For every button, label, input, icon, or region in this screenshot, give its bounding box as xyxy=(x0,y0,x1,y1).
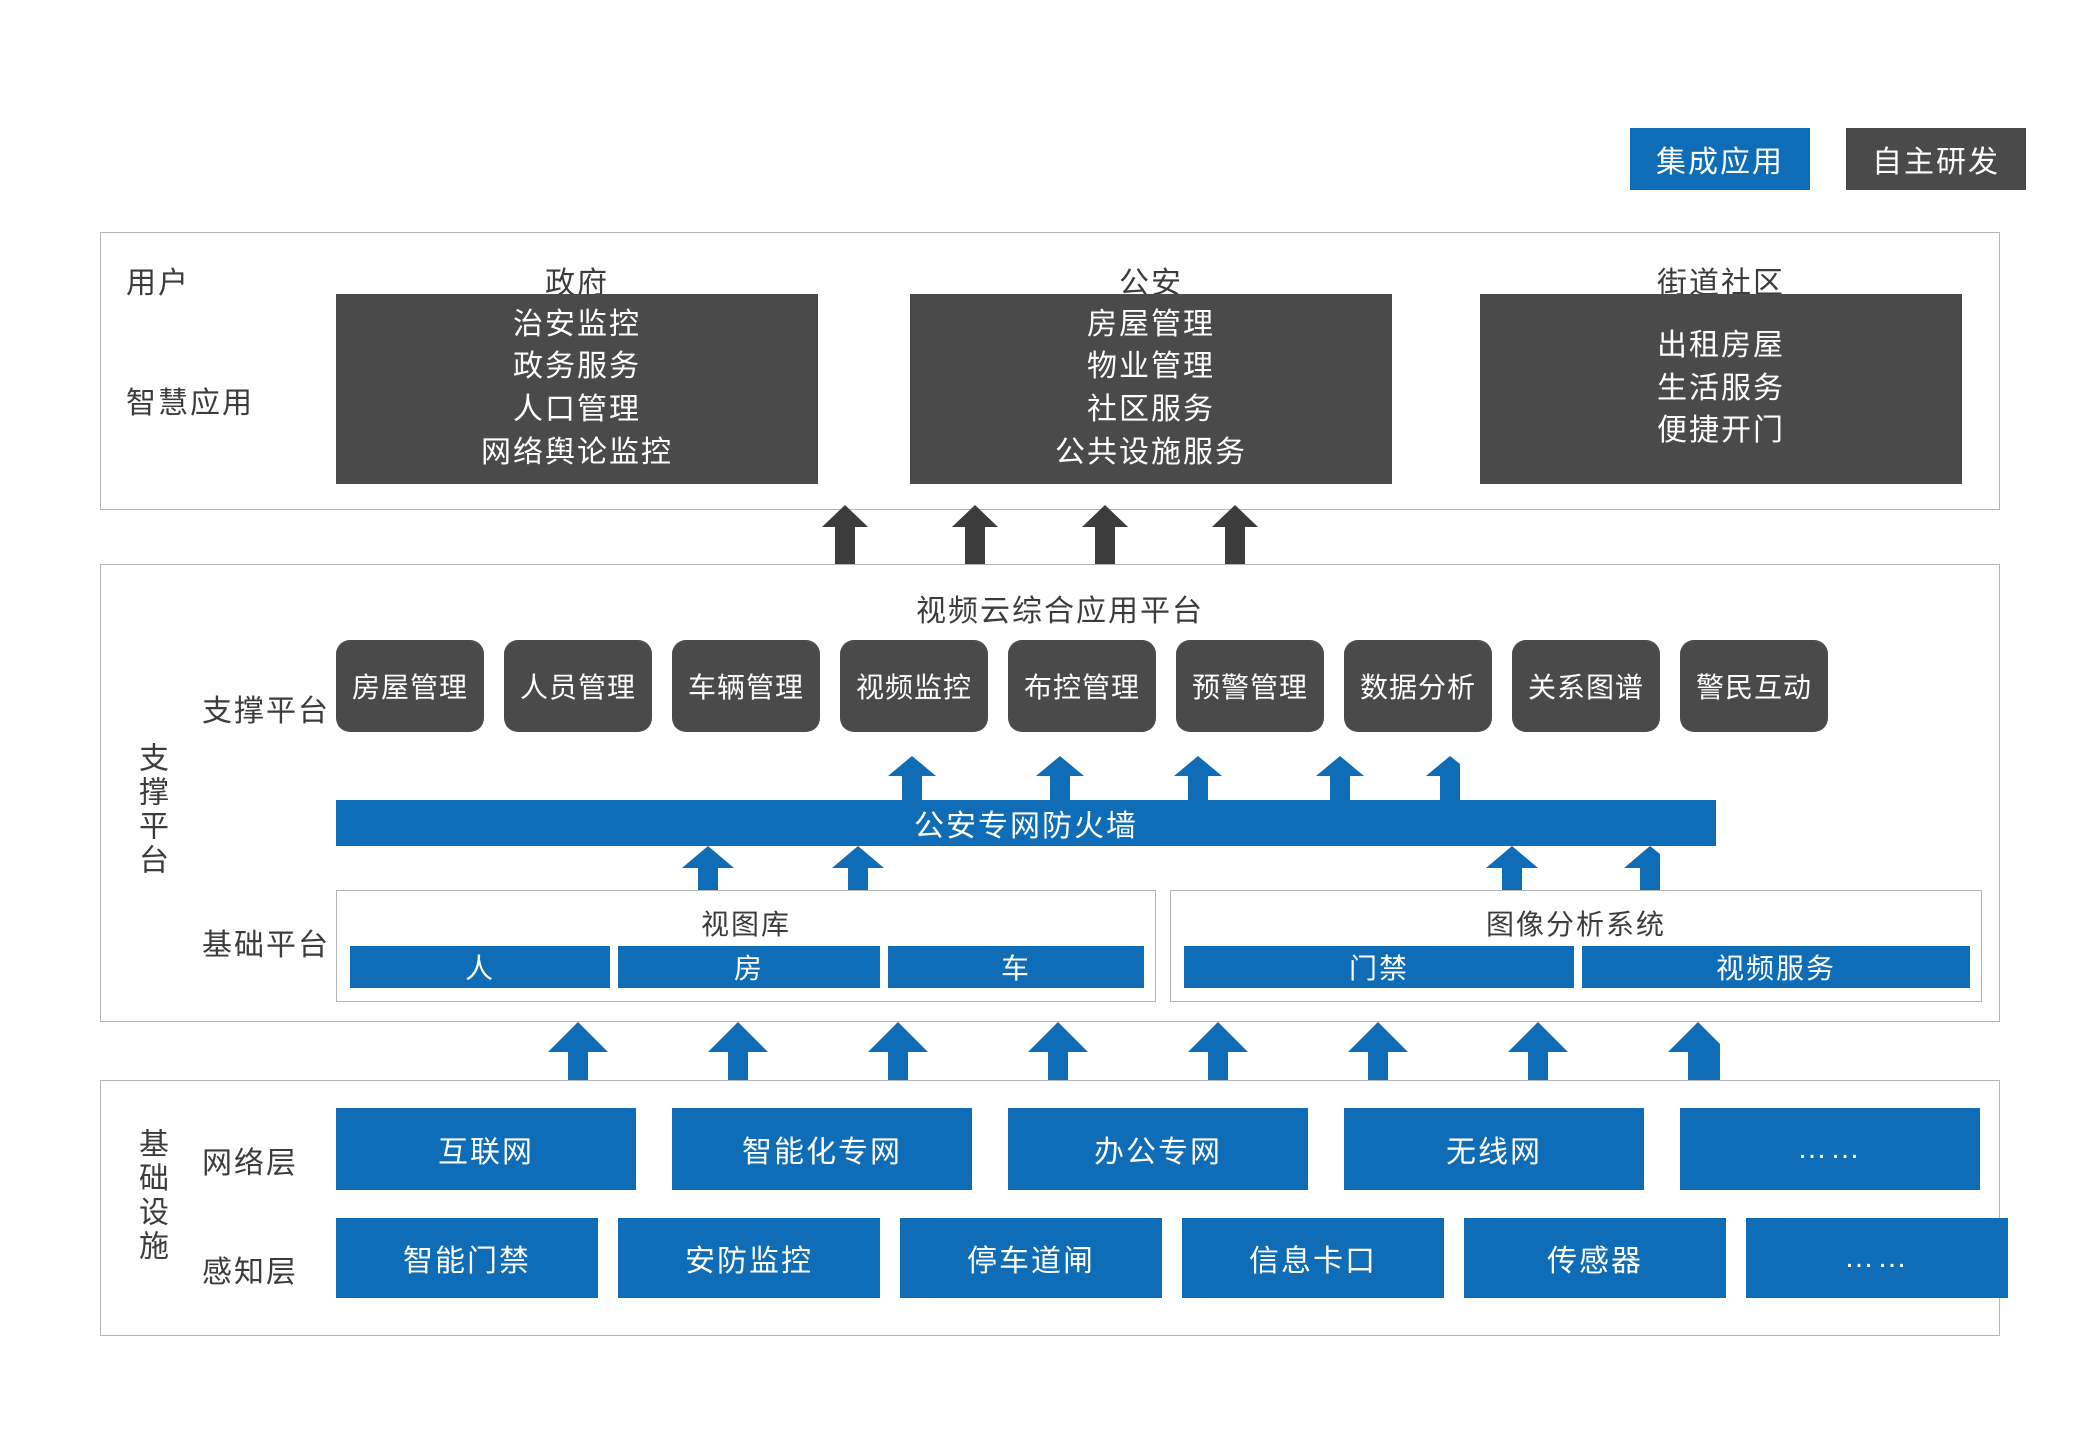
sensing-item-label: 信息卡口 xyxy=(1249,1245,1377,1278)
firewall-bar[interactable]: 公安专网防火墙 xyxy=(336,800,1716,846)
arrow-firewall-to-modules-group xyxy=(888,756,1460,808)
app-item: 便捷开门 xyxy=(1657,414,1785,448)
sensing-item-label: 安防监控 xyxy=(685,1245,813,1278)
module-label: 房屋管理 xyxy=(351,672,468,703)
module-label: 人员管理 xyxy=(519,672,636,703)
legend-self-developed: 自主研发 xyxy=(1846,128,2026,190)
base-group-title-image-analysis: 图像分析系统 xyxy=(1485,909,1666,940)
app-box-government[interactable]: 治安监控 政务服务 人口管理 网络舆论监控 xyxy=(336,294,818,484)
network-item-label: 办公专网 xyxy=(1094,1136,1222,1169)
base-item-房[interactable]: 房 xyxy=(618,946,880,988)
module-视频监控[interactable]: 视频监控 xyxy=(840,640,988,732)
network-item-more[interactable]: …… xyxy=(1680,1108,1980,1190)
module-label: 关系图谱 xyxy=(1527,672,1644,703)
network-item-label: …… xyxy=(1797,1132,1863,1165)
firewall-label: 公安专网防火墙 xyxy=(914,810,1138,843)
platform-title: 视频云综合应用平台 xyxy=(916,595,1204,628)
app-item: 人口管理 xyxy=(513,393,641,426)
network-item-互联网[interactable]: 互联网 xyxy=(336,1108,636,1190)
module-房屋管理[interactable]: 房屋管理 xyxy=(336,640,484,732)
module-label: 预警管理 xyxy=(1191,672,1308,703)
sensing-item-传感器[interactable]: 传感器 xyxy=(1464,1218,1726,1298)
app-item: 公共设施服务 xyxy=(1055,435,1247,469)
sensing-item-label: …… xyxy=(1844,1241,1910,1274)
module-label: 视频监控 xyxy=(855,672,972,703)
module-警民互动[interactable]: 警民互动 xyxy=(1680,640,1828,732)
network-item-办公专网[interactable]: 办公专网 xyxy=(1008,1108,1308,1190)
base-item-车[interactable]: 车 xyxy=(888,946,1144,988)
module-label: 警民互动 xyxy=(1695,672,1812,703)
app-item: 物业管理 xyxy=(1087,350,1215,384)
app-box-public-security[interactable]: 房屋管理 物业管理 社区服务 公共设施服务 xyxy=(910,294,1392,484)
sensing-item-label: 传感器 xyxy=(1547,1245,1643,1278)
sensing-item-more[interactable]: …… xyxy=(1746,1218,2008,1298)
module-预警管理[interactable]: 预警管理 xyxy=(1176,640,1324,732)
network-item-label: 互联网 xyxy=(438,1136,534,1169)
base-group-title-view-library: 视图库 xyxy=(700,909,791,940)
arrow-base-to-firewall-group xyxy=(682,846,1660,900)
module-数据分析[interactable]: 数据分析 xyxy=(1344,640,1492,732)
app-item: 出租房屋 xyxy=(1657,329,1785,363)
app-item: 房屋管理 xyxy=(1087,307,1215,341)
base-item-门禁[interactable]: 门禁 xyxy=(1184,946,1574,988)
module-人员管理[interactable]: 人员管理 xyxy=(504,640,652,732)
module-关系图谱[interactable]: 关系图谱 xyxy=(1512,640,1660,732)
network-item-无线网[interactable]: 无线网 xyxy=(1344,1108,1644,1190)
legend-self-developed-label: 自主研发 xyxy=(1872,146,2000,179)
app-item: 治安监控 xyxy=(513,307,641,341)
sensing-item-label: 智能门禁 xyxy=(403,1245,531,1278)
base-item-label: 门禁 xyxy=(1348,953,1409,984)
network-item-智能化专网[interactable]: 智能化专网 xyxy=(672,1108,972,1190)
arrow-platform-to-application-group xyxy=(822,505,1258,565)
base-item-label: 车 xyxy=(1000,953,1031,984)
sensing-item-安防监控[interactable]: 安防监控 xyxy=(618,1218,880,1298)
side-label-infrastructure: 基础设施 xyxy=(134,1128,167,1264)
sensing-item-信息卡口[interactable]: 信息卡口 xyxy=(1182,1218,1444,1298)
module-label: 布控管理 xyxy=(1023,672,1140,703)
base-item-人[interactable]: 人 xyxy=(350,946,610,988)
network-item-label: 智能化专网 xyxy=(742,1136,902,1169)
base-item-视频服务[interactable]: 视频服务 xyxy=(1582,946,1970,988)
module-label: 数据分析 xyxy=(1359,672,1476,703)
legend-integrated-app-label: 集成应用 xyxy=(1656,146,1784,179)
app-item: 社区服务 xyxy=(1087,393,1215,426)
base-item-label: 人 xyxy=(464,953,495,984)
sensing-item-智能门禁[interactable]: 智能门禁 xyxy=(336,1218,598,1298)
sensing-item-停车道闸[interactable]: 停车道闸 xyxy=(900,1218,1162,1298)
row-label-network-layer: 网络层 xyxy=(202,1147,298,1180)
legend-integrated-app: 集成应用 xyxy=(1630,128,1810,190)
row-label-sensing-layer: 感知层 xyxy=(202,1256,298,1289)
module-label: 车辆管理 xyxy=(687,672,804,703)
side-label-support-platform: 支撑平台 xyxy=(134,742,167,878)
row-label-base-platform: 基础平台 xyxy=(202,929,330,962)
app-item: 网络舆论监控 xyxy=(481,435,673,469)
app-item: 政务服务 xyxy=(513,350,641,384)
row-label-support-platform: 支撑平台 xyxy=(202,695,330,728)
module-布控管理[interactable]: 布控管理 xyxy=(1008,640,1156,732)
app-item: 生活服务 xyxy=(1657,371,1785,405)
legend: 集成应用 自主研发 xyxy=(1630,128,2026,190)
row-label-user: 用户 xyxy=(126,267,190,300)
arrow-infrastructure-to-platform-group xyxy=(548,1022,1720,1098)
base-item-label: 房 xyxy=(733,953,764,984)
network-item-label: 无线网 xyxy=(1446,1136,1542,1169)
module-车辆管理[interactable]: 车辆管理 xyxy=(672,640,820,732)
sensing-item-label: 停车道闸 xyxy=(967,1245,1095,1278)
app-box-street-community[interactable]: 出租房屋 生活服务 便捷开门 xyxy=(1480,294,1962,484)
row-label-smart-application: 智慧应用 xyxy=(126,387,254,420)
base-item-label: 视频服务 xyxy=(1715,953,1836,984)
